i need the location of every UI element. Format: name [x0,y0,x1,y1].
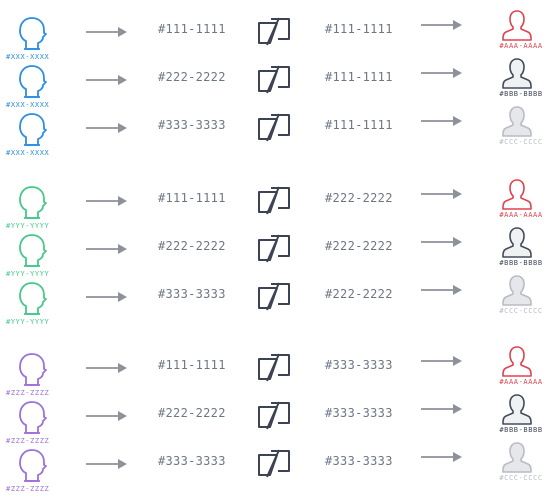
person-bust-icon [500,344,534,378]
person-head-profile-icon [16,112,50,148]
proxy-number-label: #333-3333 [158,287,226,301]
person-head-profile-icon [16,448,50,484]
source-number-label: #YYY-YYYY [6,318,50,326]
arrow-right-icon [421,16,463,30]
person-head-profile-icon [16,400,50,436]
swap-parallelogram-icon [257,64,291,94]
swap-parallelogram-icon [257,448,291,478]
mapping-row: #XXX-XXXX #333-3333 #111-1111 #CCC-CCCC [0,106,559,162]
arrow-right-icon [86,192,128,206]
masked-number-label: #333-3333 [325,358,393,372]
proxy-number-label: #333-3333 [158,118,226,132]
arrow-right-icon [421,185,463,199]
source-number-label: #XXX-XXXX [6,149,50,157]
arrow-right-icon [421,112,463,126]
arrow-right-icon [86,455,128,469]
source-number-label: #XXX-XXXX [6,53,50,61]
arrow-right-icon [421,400,463,414]
person-bust-icon [500,8,534,42]
destination-number-label: #AAA-AAAA [499,378,543,386]
arrow-right-icon [421,448,463,462]
masked-number-label: #222-2222 [325,287,393,301]
mapping-row: #XXX-XXXX #111-1111 #111-1111 #AAA-AAAA [0,10,559,66]
mapping-row: #XXX-XXXX #222-2222 #111-1111 #BBB-BBBB [0,58,559,114]
person-bust-icon [500,177,534,211]
mapping-row: #ZZZ-ZZZZ #222-2222 #333-3333 #BBB-BBBB [0,394,559,450]
destination-number-label: #BBB-BBBB [499,426,543,434]
swap-parallelogram-icon [257,281,291,311]
swap-parallelogram-icon [257,400,291,430]
person-bust-icon [500,392,534,426]
proxy-number-label: #111-1111 [158,358,226,372]
proxy-number-label: #222-2222 [158,406,226,420]
source-number-label: #ZZZ-ZZZZ [6,389,50,397]
mapping-row: #ZZZ-ZZZZ #111-1111 #333-3333 #AAA-AAAA [0,346,559,402]
mapping-row: #YYY-YYYY #222-2222 #222-2222 #BBB-BBBB [0,227,559,283]
arrow-right-icon [421,281,463,295]
masked-number-label: #111-1111 [325,22,393,36]
swap-parallelogram-icon [257,16,291,46]
swap-parallelogram-icon [257,233,291,263]
person-bust-icon [500,440,534,474]
arrow-right-icon [421,64,463,78]
person-bust-icon [500,273,534,307]
swap-parallelogram-icon [257,112,291,142]
masked-number-label: #333-3333 [325,454,393,468]
masked-number-label: #222-2222 [325,239,393,253]
destination-number-label: #CCC-CCCC [499,474,543,482]
arrow-right-icon [86,288,128,302]
destination-number-label: #AAA-AAAA [499,42,543,50]
person-head-profile-icon [16,16,50,52]
source-number-label: #YYY-YYYY [6,222,50,230]
arrow-right-icon [421,233,463,247]
person-head-profile-icon [16,281,50,317]
person-bust-icon [500,56,534,90]
destination-number-label: #BBB-BBBB [499,90,543,98]
masked-number-label: #222-2222 [325,191,393,205]
arrow-right-icon [421,352,463,366]
arrow-right-icon [86,119,128,133]
person-bust-icon [500,104,534,138]
mapping-row: #ZZZ-ZZZZ #333-3333 #333-3333 #CCC-CCCC [0,442,559,498]
masked-number-label: #111-1111 [325,118,393,132]
proxy-number-label: #222-2222 [158,239,226,253]
person-head-profile-icon [16,233,50,269]
source-number-label: #YYY-YYYY [6,270,50,278]
swap-parallelogram-icon [257,352,291,382]
proxy-number-label: #111-1111 [158,22,226,36]
destination-number-label: #AAA-AAAA [499,211,543,219]
source-number-label: #XXX-XXXX [6,101,50,109]
masked-number-label: #333-3333 [325,406,393,420]
masked-number-label: #111-1111 [325,70,393,84]
person-head-profile-icon [16,64,50,100]
mapping-row: #YYY-YYYY #333-3333 #222-2222 #CCC-CCCC [0,275,559,331]
person-bust-icon [500,225,534,259]
proxy-number-label: #333-3333 [158,454,226,468]
destination-number-label: #BBB-BBBB [499,259,543,267]
source-number-label: #ZZZ-ZZZZ [6,485,50,493]
mapping-row: #YYY-YYYY #111-1111 #222-2222 #AAA-AAAA [0,179,559,235]
proxy-number-label: #111-1111 [158,191,226,205]
person-head-profile-icon [16,185,50,221]
source-number-label: #ZZZ-ZZZZ [6,437,50,445]
proxy-number-label: #222-2222 [158,70,226,84]
arrow-right-icon [86,407,128,421]
arrow-right-icon [86,23,128,37]
arrow-right-icon [86,359,128,373]
person-head-profile-icon [16,352,50,388]
arrow-right-icon [86,240,128,254]
arrow-right-icon [86,71,128,85]
destination-number-label: #CCC-CCCC [499,138,543,146]
destination-number-label: #CCC-CCCC [499,307,543,315]
swap-parallelogram-icon [257,185,291,215]
